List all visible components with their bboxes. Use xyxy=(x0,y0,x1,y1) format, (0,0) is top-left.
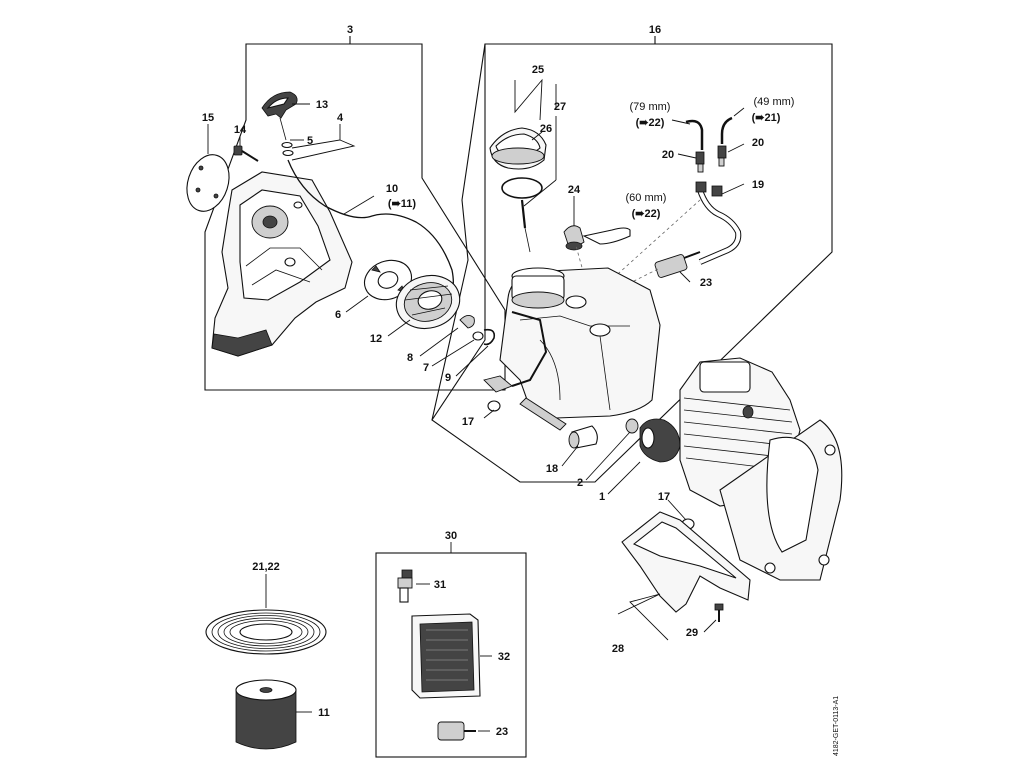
part-16-fuel-tank xyxy=(483,267,661,431)
callout-20-left: 20 xyxy=(662,149,674,161)
callout-2: 2 xyxy=(577,477,583,489)
part-32-air-filter xyxy=(411,613,481,699)
callout-29: 29 xyxy=(686,627,698,639)
leader-lines xyxy=(207,78,745,732)
callout-24: 24 xyxy=(568,184,581,196)
callout-15: 15 xyxy=(202,112,214,124)
callout-20-right: 20 xyxy=(752,137,764,149)
callout-26: 26 xyxy=(540,123,552,135)
callout-18: 18 xyxy=(546,463,558,475)
engine-assembly xyxy=(679,357,843,581)
callout-32: 32 xyxy=(498,651,510,663)
callout-23-tank: 23 xyxy=(700,277,712,289)
part-29-screw xyxy=(714,603,724,622)
callout-14: 14 xyxy=(234,124,247,136)
callout-7: 7 xyxy=(423,362,429,374)
note-60mm: (60 mm) xyxy=(626,192,667,204)
callout-13: 13 xyxy=(316,99,328,111)
callout-16: 16 xyxy=(649,24,661,36)
part-31-spark-plug xyxy=(397,569,413,603)
part-15-cover-disc xyxy=(186,154,230,212)
part-3-fan-housing xyxy=(211,171,353,357)
callout-31: 31 xyxy=(434,579,446,591)
part-2-washer xyxy=(625,418,639,434)
callout-8: 8 xyxy=(407,352,413,364)
note-79mm-ref: (➠22) xyxy=(636,117,665,129)
callout-1: 1 xyxy=(599,491,605,503)
callout-10-ref: (➠11) xyxy=(388,198,417,210)
note-79mm: (79 mm) xyxy=(630,101,671,113)
part-19-fuel-hose xyxy=(695,181,742,265)
part-23-fuel-filter xyxy=(654,251,701,278)
part-26-tank-cap xyxy=(489,127,547,170)
callout-21-22: 21,22 xyxy=(252,561,280,573)
part-12-rope-rotor xyxy=(395,275,461,329)
callout-23-spare: 23 xyxy=(496,726,508,738)
part-24-primer-bulb xyxy=(563,225,631,251)
part-14-screw xyxy=(233,145,259,162)
part-8-pawl xyxy=(459,315,475,329)
reference-code: 4182-GET-0113-A1 xyxy=(833,696,840,756)
part-28-shroud xyxy=(621,511,751,613)
part-pickup-line xyxy=(520,199,531,253)
part-17-bushing xyxy=(487,400,501,412)
callout-25: 25 xyxy=(532,64,544,76)
part-7-washer xyxy=(472,331,484,341)
callout-6: 6 xyxy=(335,309,341,321)
part-13-starter-handle xyxy=(261,91,298,157)
callout-4: 4 xyxy=(337,112,344,124)
part-11-starter-rope-spool xyxy=(235,679,297,750)
callout-10: 10 xyxy=(386,183,398,195)
callout-5: 5 xyxy=(307,135,313,147)
callout-12: 12 xyxy=(370,333,382,345)
callout-27: 27 xyxy=(554,101,566,113)
part-9-spring-clip xyxy=(483,328,496,346)
callout-11: 11 xyxy=(318,707,330,719)
frame-tank-group xyxy=(431,36,833,483)
callout-3: 3 xyxy=(347,24,353,36)
callout-30: 30 xyxy=(445,530,457,542)
callout-17-lower: 17 xyxy=(658,491,670,503)
note-60mm-ref: (➠22) xyxy=(632,208,661,220)
callout-28: 28 xyxy=(612,643,624,655)
part-1-annular-buffer xyxy=(639,418,681,463)
part-6-rewind-spring xyxy=(363,259,413,301)
part-27-seal-ring xyxy=(501,177,543,199)
callout-19: 19 xyxy=(752,179,764,191)
part-23-fuel-filter-spare xyxy=(437,721,476,741)
callout-9: 9 xyxy=(445,372,451,384)
part-20-fittings xyxy=(685,116,733,173)
note-49mm-ref: (➠21) xyxy=(752,112,781,124)
note-49mm: (49 mm) xyxy=(754,96,795,108)
part-18-sleeve xyxy=(568,425,598,449)
callout-17-upper: 17 xyxy=(462,416,474,428)
frame-starter-group xyxy=(204,36,506,391)
part-2122-fuel-hose-coil xyxy=(205,609,327,655)
part-10-starter-rope xyxy=(287,159,454,301)
